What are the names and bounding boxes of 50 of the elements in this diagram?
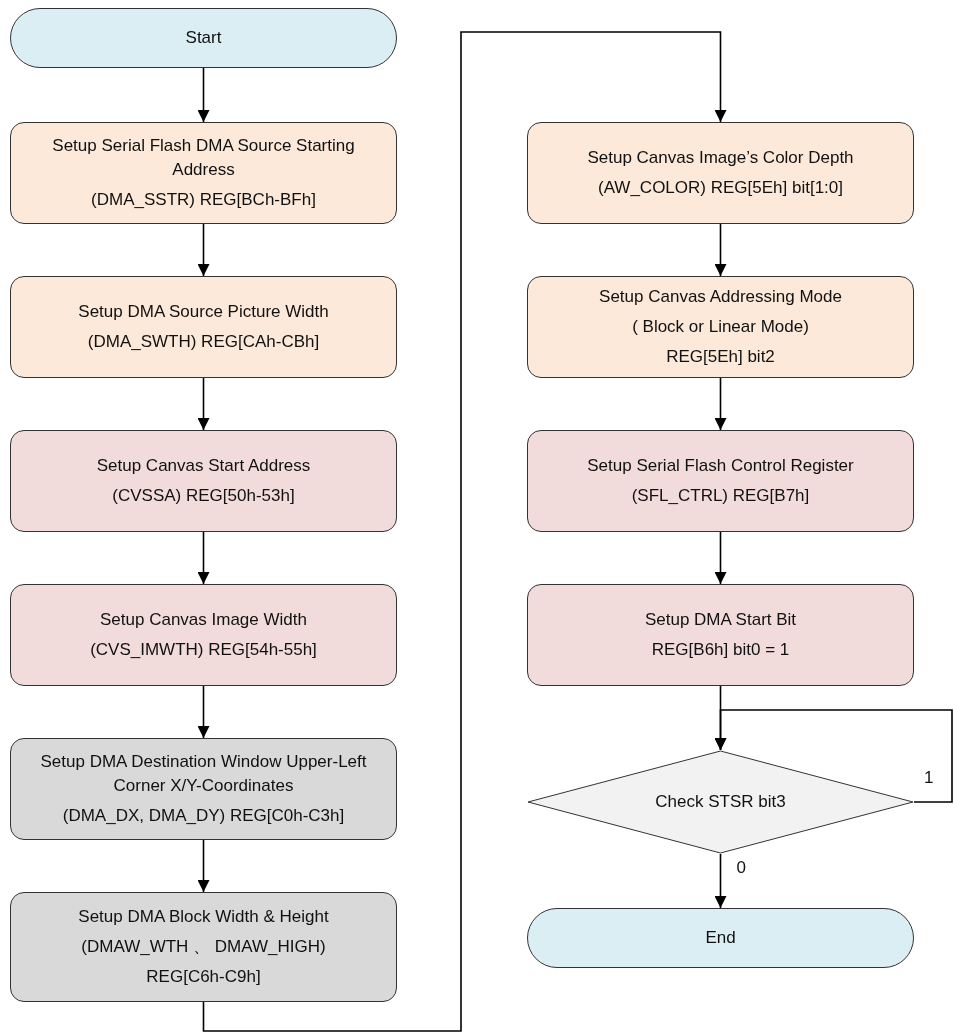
terminal-box <box>527 908 914 968</box>
node-text: (DMA_SSTR) REG[BCh-BFh] <box>91 189 316 211</box>
process-box <box>527 584 914 686</box>
process-box <box>10 430 397 532</box>
arrow <box>714 531 727 585</box>
node-text: (CVSSA) REG[50h-53h] <box>112 485 295 507</box>
node-text: REG[B6h] bit0 = 1 <box>651 639 790 661</box>
node-text: ( Block or Linear Mode) <box>632 316 809 338</box>
process-box <box>10 738 397 840</box>
node-text: (DMAW_WTH 、 DMAW_HIGH) <box>81 936 326 958</box>
node-text: (DMA_SWTH) REG[CAh-CBh] <box>87 331 320 353</box>
node-text: Setup Canvas Image’s Color Depth <box>587 147 854 169</box>
terminal-box <box>10 8 397 68</box>
node-text: Setup DMA Destination Window Upper-Left Corner X/Y-Coordinates <box>39 751 368 797</box>
node-text: End <box>705 927 736 949</box>
node-text: Start <box>185 27 222 49</box>
arrow <box>714 223 727 277</box>
arrow <box>714 853 727 909</box>
arrow <box>197 223 210 277</box>
arrow <box>202 31 727 1032</box>
decision-diamond <box>527 750 914 854</box>
process-box <box>10 584 397 686</box>
node-text: (CVS_IMWTH) REG[54h-55h] <box>90 639 317 661</box>
process-box <box>10 276 397 378</box>
arrow <box>197 839 210 893</box>
arrow <box>197 377 210 431</box>
node-text: Setup Serial Flash Control Register <box>587 455 854 477</box>
process-box <box>10 892 397 1002</box>
node-text: (DMA_DX, DMA_DY) REG[C0h-C3h] <box>62 805 345 827</box>
arrow <box>714 709 953 803</box>
node-text: Setup DMA Block Width & Height <box>78 906 329 928</box>
node-text: Check STSR bit3 <box>655 791 786 813</box>
node-text: (SFL_CTRL) REG[B7h] <box>631 485 810 507</box>
arrow <box>714 377 727 431</box>
node-text: REG[5Eh] bit2 <box>666 346 775 368</box>
node-text: Setup DMA Start Bit <box>644 609 797 631</box>
node-text: Setup DMA Source Picture Width <box>78 301 329 323</box>
node-text: REG[C6h-C9h] <box>146 966 261 988</box>
node-text: Setup Canvas Image Width <box>100 609 307 631</box>
process-box <box>10 122 397 224</box>
process-box <box>527 276 914 378</box>
arrow <box>197 531 210 585</box>
arrow <box>197 685 210 739</box>
arrow <box>197 67 210 123</box>
node-text: Setup Canvas Start Address <box>96 455 311 477</box>
node-text: Setup Serial Flash DMA Source Starting Address <box>51 135 356 181</box>
node-text: (AW_COLOR) REG[5Eh] bit[1:0] <box>598 177 843 199</box>
node-text: Setup Canvas Addressing Mode <box>599 286 842 308</box>
process-box <box>527 122 914 224</box>
process-box <box>527 430 914 532</box>
